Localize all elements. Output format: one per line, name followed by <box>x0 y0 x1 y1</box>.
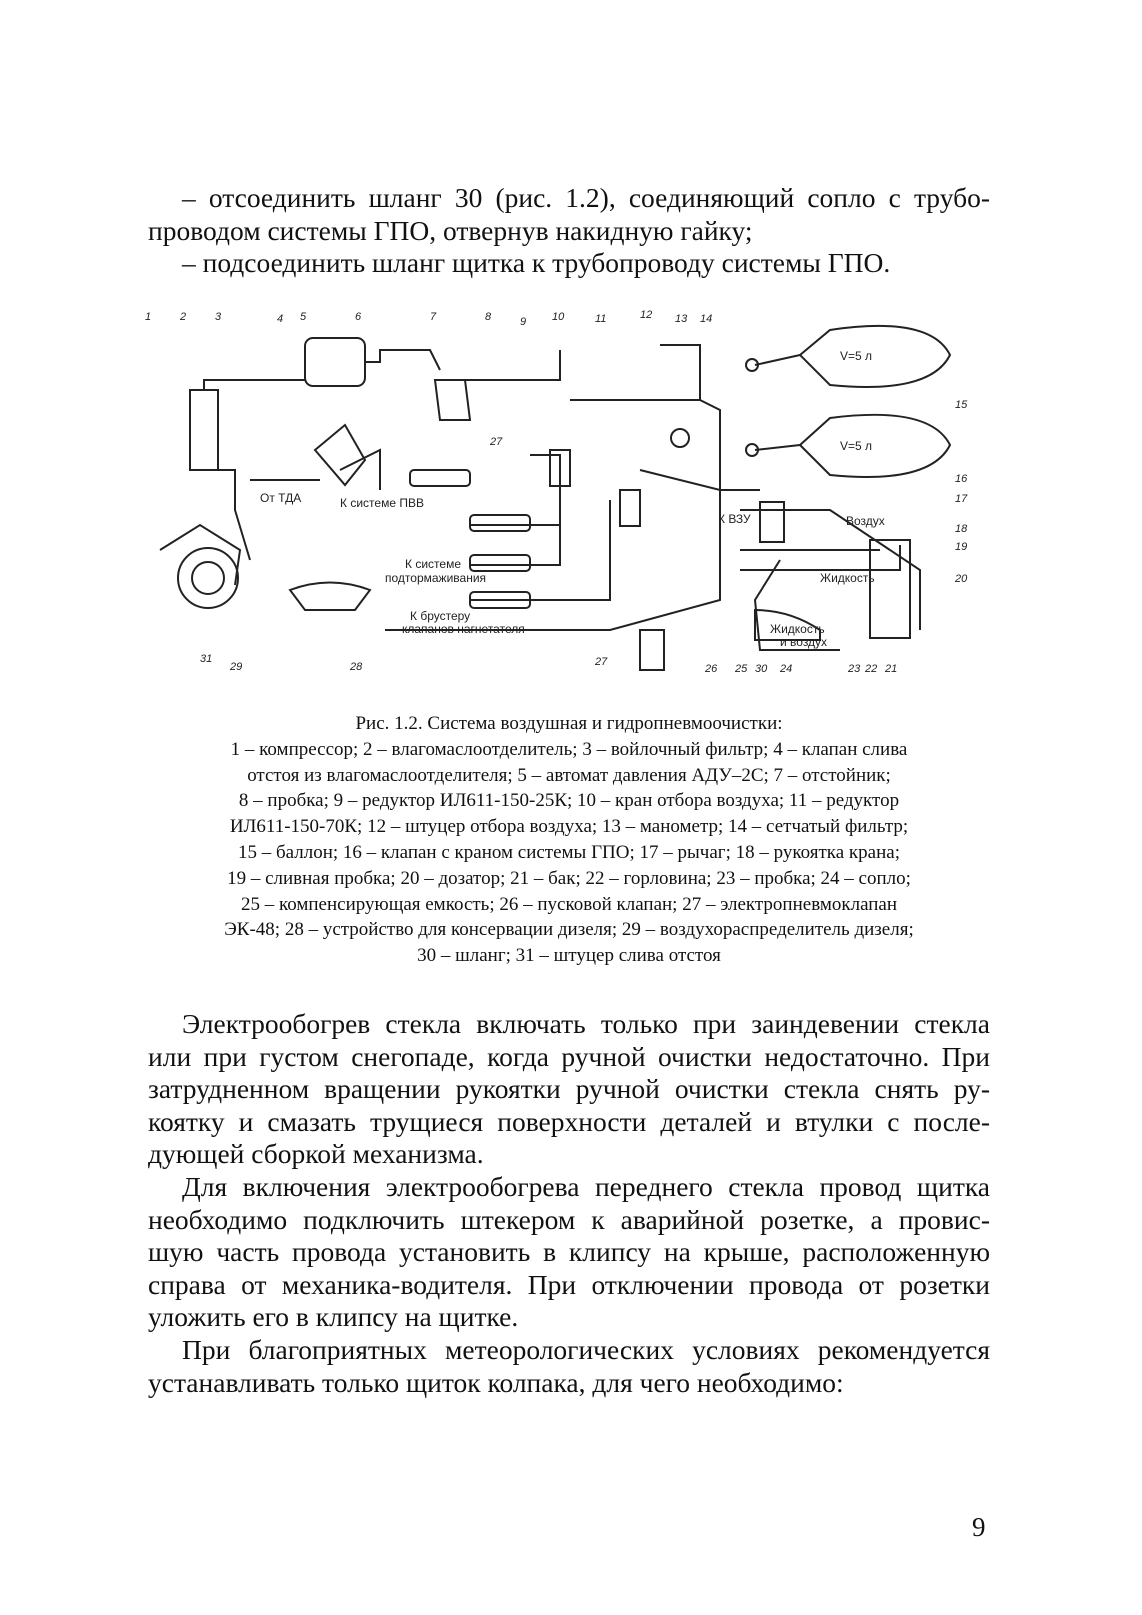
electropneumatic-valve <box>469 591 531 609</box>
body-paragraph: Электрообогрев стекла включать только пр… <box>148 1008 990 1171</box>
air-tank-lower <box>798 413 952 478</box>
label-k-bruster-2: клапанов нагнетателя <box>402 622 525 636</box>
callout-number: 20 <box>954 573 968 585</box>
body-paragraph: При благоприятных метеорологических усло… <box>148 1334 990 1399</box>
caption-line: 19 – сливная пробка; 20 – дозатор; 21 – … <box>227 867 911 889</box>
callout-number: 6 <box>355 311 362 323</box>
text-line: – подсоединить шланг щитка к трубопровод… <box>182 247 891 278</box>
pressure-automat <box>304 337 366 387</box>
callout-number: 11 <box>595 313 606 325</box>
caption-line: 30 – шланг; 31 – штуцер слива отстоя <box>417 945 721 967</box>
start-valve <box>639 629 665 671</box>
callout-number: 17 <box>955 493 968 505</box>
text-line: При благоприятных метеорологических усло… <box>182 1334 990 1365</box>
figure-caption: Рис. 1.2. Система воздушная и гидропневм… <box>148 711 990 969</box>
text-line: затрудненном вращении рукоятки ручной оч… <box>148 1073 990 1104</box>
callout-number: 19 <box>955 541 967 553</box>
caption-line: ИЛ611-150-70К; 12 – штуцер отбора воздух… <box>229 816 909 838</box>
callout-number: 18 <box>955 523 968 535</box>
label-k-podtorm-1: К системе <box>405 557 461 571</box>
caption-title: Рис. 1.2. Система воздушная и гидропневм… <box>355 713 783 734</box>
text-line: дующей сборкой механизма. <box>148 1138 484 1169</box>
label-k-pvv: К системе ПВВ <box>340 496 424 510</box>
tank-volume-label: V=5 л <box>840 439 872 453</box>
text-line: необходимо подключить штекером к аварийн… <box>148 1203 990 1235</box>
callout-number: 5 <box>300 311 307 323</box>
body-paragraph: Для включения электрообогрева переднего … <box>148 1171 990 1334</box>
callout-number: 3 <box>215 311 222 323</box>
text-line: шую часть провода установить в клипсу на… <box>148 1236 990 1267</box>
label-k-bruster-1: К брустеру <box>410 609 470 623</box>
callout-number: 4 <box>277 313 283 325</box>
callout-number: 13 <box>675 313 688 325</box>
caption-line: 15 – баллон; 16 – клапан с краном систем… <box>238 841 900 863</box>
text-line: Электрообогрев стекла включать только пр… <box>182 1008 990 1039</box>
air-tank-upper <box>798 324 952 388</box>
moisture-oil-separator <box>189 389 219 471</box>
callout-number: 31 <box>200 653 212 665</box>
callout-number: 25 <box>734 663 748 675</box>
electropneumatic-valve <box>469 554 531 572</box>
callout-number: 28 <box>349 661 363 673</box>
caption-line: 1 – компрессор; 2 – влагомаслоотделитель… <box>230 738 908 760</box>
tank-21 <box>869 539 911 639</box>
callout-number: 8 <box>485 311 492 323</box>
label-zh-vozd-1: Жидкость <box>770 622 825 636</box>
label-ot-tda: От ТДА <box>260 491 301 505</box>
caption-line: ЭК-48; 28 – устройство для консервации д… <box>224 919 914 941</box>
callout-number: 21 <box>884 663 897 675</box>
caption-line: 8 – пробка; 9 – редуктор ИЛ611-150-25К; … <box>238 790 900 812</box>
tank-volume-label: V=5 л <box>840 349 872 363</box>
callout-number: 10 <box>552 311 565 323</box>
air-system-diagram: V=5 л V=5 л От ТДА К системе ПВВ К ВЗУ В… <box>140 309 1000 700</box>
valve-gpo <box>759 501 785 543</box>
text-line: Для включения электрообогрева переднего … <box>182 1171 990 1202</box>
text-line: – отсоединить шланг 30 (рис. 1.2), соеди… <box>182 182 990 213</box>
settler <box>433 379 472 421</box>
label-vozdukh: Воздух <box>846 514 885 528</box>
text-line: устанавливать только щиток колпака, для … <box>148 1366 844 1398</box>
callout-number: 23 <box>847 663 861 675</box>
text-line: справа от механика-водителя. При отключе… <box>148 1268 990 1300</box>
electropneumatic-valve <box>409 469 471 487</box>
label-k-vzu: К ВЗУ <box>718 512 751 526</box>
text-line: уложить его в клипсу на щитке. <box>148 1301 519 1332</box>
callout-number: 26 <box>704 663 718 675</box>
page-number: 9 <box>972 1512 986 1542</box>
text-line: коятку и смазать трущиеся поверхности де… <box>148 1105 990 1137</box>
callout-number: 30 <box>755 663 768 675</box>
callout-number: 27 <box>594 656 608 668</box>
callout-number: 29 <box>229 661 242 673</box>
label-zhidkost: Жидкость <box>820 571 875 585</box>
intro-instructions: – отсоединить шланг 30 (рис. 1.2), соеди… <box>148 182 990 280</box>
callout-number: 1 <box>145 311 151 323</box>
air-distributor <box>288 581 372 611</box>
compressor <box>159 523 242 609</box>
caption-line: отстоя из влагомаслоотделителя; 5 – авто… <box>247 764 891 786</box>
electropneumatic-valve <box>469 514 531 532</box>
text-line: проводом системы ГПО, отвернув накидную … <box>148 214 753 246</box>
callout-number: 27 <box>489 436 503 448</box>
label-k-podtorm-2: подтормаживания <box>385 571 486 585</box>
reducer-25k <box>549 449 571 487</box>
callout-number: 14 <box>700 313 712 325</box>
callout-number: 24 <box>779 663 792 675</box>
drain-fitting <box>313 423 367 487</box>
caption-line: 25 – компенсирующая емкость; 26 – пусков… <box>240 893 898 915</box>
reducer-70k <box>619 489 641 527</box>
callout-number: 9 <box>520 316 526 328</box>
text-line: или при густом снегопаде, когда ручной о… <box>148 1040 990 1072</box>
callout-number: 12 <box>640 310 652 321</box>
callout-number: 2 <box>179 311 186 323</box>
callout-number: 7 <box>430 311 437 323</box>
callout-number: 22 <box>864 663 877 675</box>
callout-number: 16 <box>955 473 968 485</box>
diagram-svg: V=5 л V=5 л От ТДА К системе ПВВ К ВЗУ В… <box>145 309 968 675</box>
callout-number: 15 <box>955 399 968 411</box>
label-zh-vozd-2: и воздух <box>780 635 827 649</box>
manometer <box>670 428 690 448</box>
nozzle <box>754 608 821 641</box>
